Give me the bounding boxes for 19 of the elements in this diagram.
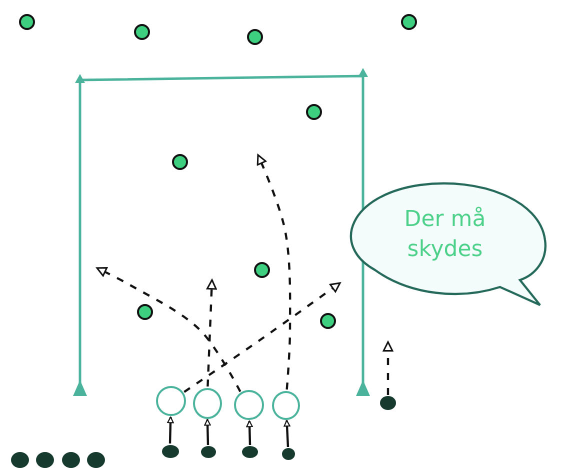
cone-ring [272, 390, 300, 420]
arrow [204, 418, 211, 446]
player-dot [200, 446, 216, 458]
player-dot [282, 448, 294, 460]
player-dot [242, 446, 258, 458]
dashed-arrow [96, 267, 242, 392]
dashed-arrow [184, 282, 341, 393]
player-dot [380, 396, 396, 410]
speech-text: Der må skydes [403, 206, 487, 264]
cone-ring [234, 390, 264, 420]
cone-ring [192, 388, 222, 418]
arrow [246, 420, 253, 446]
dashed-arrow [256, 154, 292, 390]
dashed-arrow [206, 279, 217, 387]
dashed-arrow [382, 341, 394, 395]
cone-ring [156, 386, 186, 416]
player-dot [162, 444, 178, 458]
arrow [284, 420, 290, 448]
arrow [167, 416, 174, 444]
